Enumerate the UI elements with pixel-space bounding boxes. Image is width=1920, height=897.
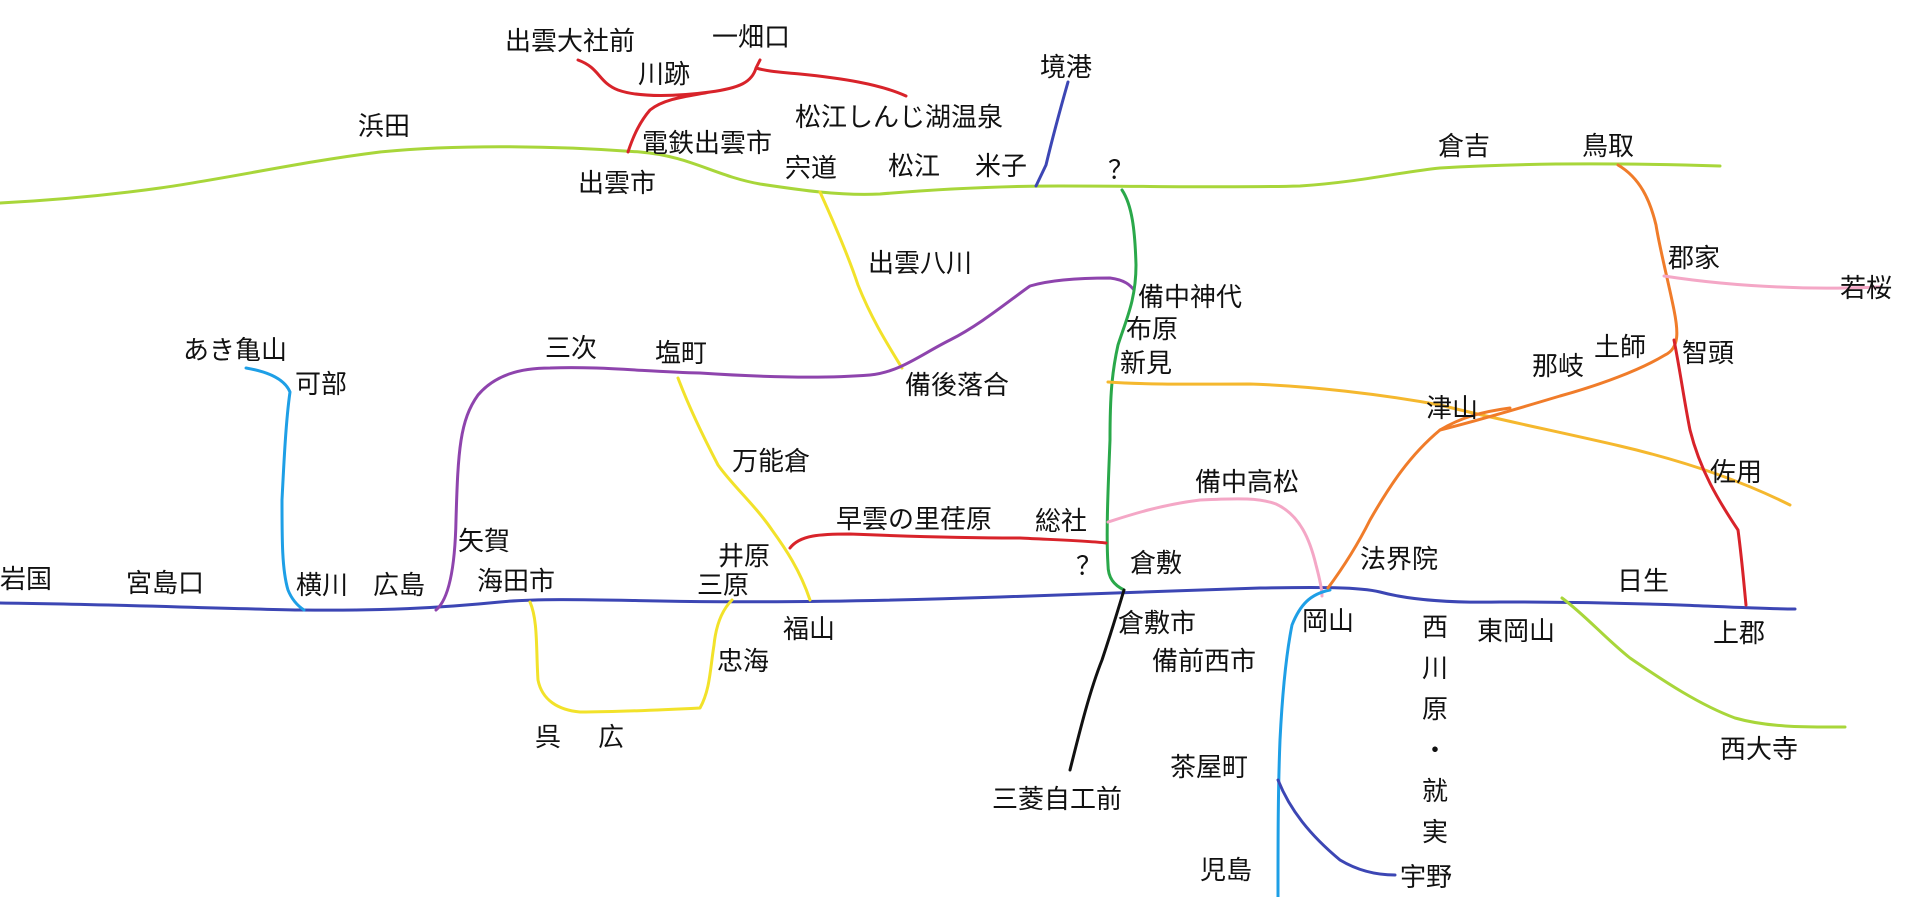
station-label-nishigawara-shujitsu: 西川原・就実 [1422,613,1448,848]
station-label-tottori: 鳥取 [1582,132,1634,162]
station-label-chayamachi: 茶屋町 [1170,753,1248,783]
station-label-sakaiminato: 境港 [1040,53,1092,83]
station-label-niimi: 新見 [1120,349,1172,379]
station-label-matsue: 松江 [888,152,940,182]
line-sakai [1034,80,1070,188]
line-chizu [1672,338,1748,607]
station-label-nagi: 那岐 [1532,352,1584,382]
station-label-kawato: 川跡 [638,60,690,90]
station-label-unknown-south: ？ [1076,552,1102,582]
station-label-nissei: 日生 [1617,567,1669,597]
line-kure [528,598,734,714]
station-label-koge: 郡家 [1668,244,1720,274]
station-label-ibara: 井原 [718,542,770,572]
line-geibi-fukuen [434,276,1136,612]
station-label-mitsubishi-jiko-mae: 三菱自工前 [992,785,1122,815]
nishigawara-shujitsu-char: 原 [1422,695,1448,725]
nishigawara-shujitsu-char: 就 [1422,777,1448,807]
station-label-bitchu-kojiro: 備中神代 [1138,283,1242,313]
line-inbi [1438,163,1679,432]
line-ako [1560,596,1847,729]
station-label-matsue-shinjiko-onsen: 松江しんじ湖温泉 [795,103,1003,133]
station-label-tsuyama: 津山 [1426,394,1478,424]
line-wakasa [1662,274,1882,290]
station-label-bitchu-takamatsu: 備中高松 [1195,468,1299,498]
station-label-bingo-ochiai: 備後落合 [905,371,1009,401]
station-label-yaga: 矢賀 [458,527,510,557]
station-label-shiomachi: 塩町 [655,339,707,369]
station-label-aki-kameyama: あき亀山 [183,336,287,366]
station-label-tadanoumi: 忠海 [717,647,769,677]
station-label-soja: 総社 [1035,507,1087,537]
route-lines [0,58,1882,897]
station-label-okayama: 岡山 [1302,607,1354,637]
station-label-hiro: 広 [598,723,624,753]
line-mizushima [1068,588,1126,772]
nishigawara-shujitsu-char: 西 [1422,613,1448,643]
line-japan-sea-coast [0,145,1722,205]
line-hakubi [1105,188,1138,592]
station-label-kurashiki: 倉敷 [1130,549,1182,579]
station-label-kurayoshi: 倉吉 [1438,132,1490,162]
station-label-mihara: 三原 [697,571,749,601]
nishigawara-shujitsu-char: 実 [1422,818,1448,848]
station-label-miyoshi: 三次 [545,334,597,364]
station-label-saidaiji: 西大寺 [1720,735,1798,765]
station-label-chizu: 智頭 [1682,339,1734,369]
station-label-bizen-nishiichi: 備前西市 [1152,647,1256,677]
line-uno-seto-ohashi [1276,588,1332,897]
station-label-kaitaichi: 海田市 [477,567,555,597]
line-ibara [788,532,1108,550]
line-ichibata [576,58,908,154]
line-sanyo-main [0,585,1797,612]
station-label-unknown-north: ？ [1108,156,1134,186]
line-uno-branch [1276,778,1397,877]
station-label-shinji: 宍道 [785,154,837,184]
station-label-dentetsu-izumoshi: 電鉄出雲市 [642,129,772,159]
station-label-sayo: 佐用 [1710,458,1762,488]
station-label-kurashikishi: 倉敷市 [1118,609,1196,639]
station-label-kure: 呉 [535,723,561,753]
station-label-ichibataguchi: 一畑口 [712,23,790,53]
station-label-kojima: 児島 [1200,856,1252,886]
station-label-nunohara: 布原 [1126,315,1178,345]
line-kabe [244,366,306,612]
station-label-kamigori: 上郡 [1713,619,1765,649]
station-label-hamada: 浜田 [358,112,410,142]
station-label-yonago: 米子 [975,152,1027,182]
station-label-izumo-yakawa: 出雲八川 [868,249,972,279]
line-kishin [1106,380,1792,507]
station-label-fukuyama: 福山 [783,615,835,645]
station-label-izumo-taisha-mae: 出雲大社前 [505,27,635,57]
nishigawara-shujitsu-char: 川 [1422,654,1448,684]
station-label-hiroshima: 広島 [373,571,425,601]
line-kisuki [818,190,904,370]
station-label-uno: 宇野 [1400,863,1452,893]
line-fukuen [676,376,812,602]
station-label-mannokura: 万能倉 [732,447,810,477]
station-label-miyajimaguchi: 宮島口 [126,569,204,599]
station-labels: 出雲大社前 一畑口 川跡 松江しんじ湖温泉 電鉄出雲市 境港 浜田 出雲市 宍道… [0,23,1892,893]
station-label-iwakuni: 岩国 [0,565,52,595]
station-label-izumoshi: 出雲市 [578,169,656,199]
station-label-houkaiin: 法界院 [1360,545,1438,575]
nishigawara-shujitsu-char: ・ [1422,736,1448,766]
line-kibi [1106,497,1324,598]
station-label-hashi: 土師 [1594,333,1646,363]
station-label-hayakumo-no-sato-kayahara: 早雲の里荏原 [836,505,992,535]
station-label-wakasa: 若桜 [1840,274,1892,304]
line-tsuyama [1326,406,1512,590]
station-label-yokogawa: 横川 [296,571,348,601]
station-label-higashi-okayama: 東岡山 [1477,617,1555,647]
station-label-kabe: 可部 [295,370,347,400]
